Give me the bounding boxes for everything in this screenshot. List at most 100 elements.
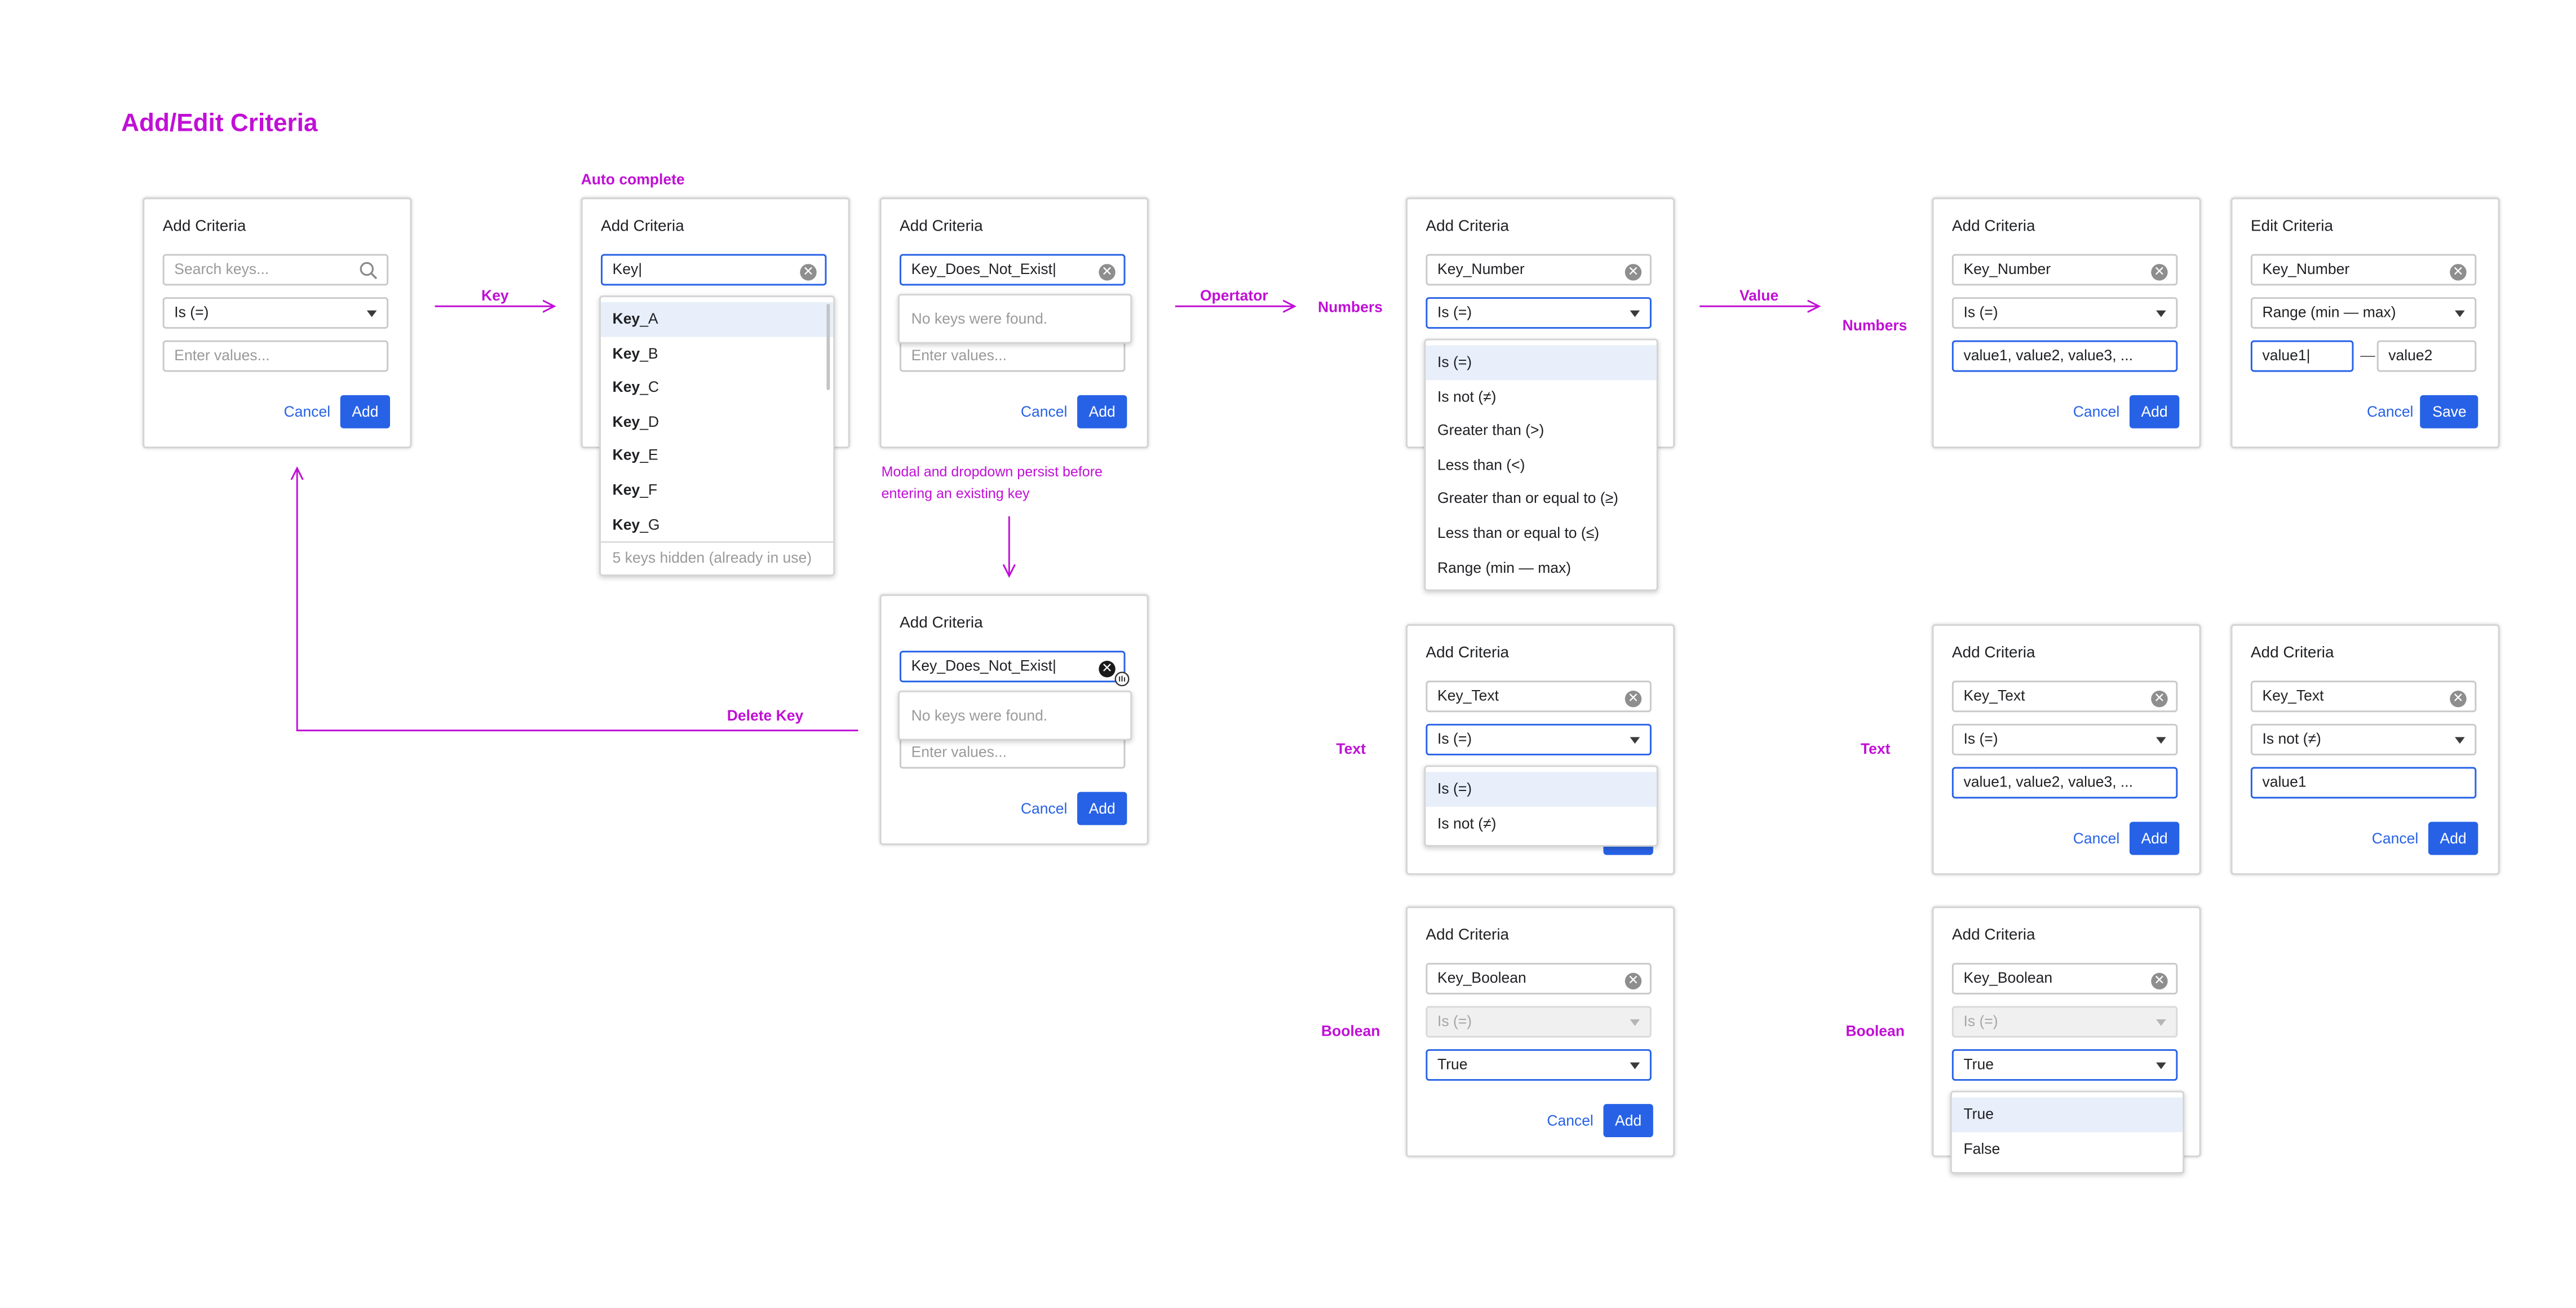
boolean-dropdown: True False xyxy=(1950,1090,2185,1174)
boolean-option[interactable]: False xyxy=(1963,1139,2000,1157)
clear-icon[interactable]: ✕ xyxy=(1099,263,1116,280)
values-input[interactable]: value1 xyxy=(2250,767,2477,799)
boolean-value-select[interactable]: True xyxy=(1426,1049,1652,1081)
operator-select[interactable]: Is not (≠) xyxy=(2250,723,2477,755)
no-keys-message: No keys were found. xyxy=(911,707,1048,724)
rest-text: _B xyxy=(640,344,658,361)
suggestion-item[interactable]: Key_C xyxy=(601,370,833,405)
operator-option[interactable]: Less than or equal to (≤) xyxy=(1437,524,1600,541)
clear-icon[interactable]: ✕ xyxy=(2450,263,2467,280)
clear-icon[interactable]: ✕ xyxy=(1625,263,1642,280)
card-title: Add Criteria xyxy=(1951,644,2035,662)
no-keys-dropdown: No keys were found. xyxy=(898,690,1132,741)
caret-down-icon xyxy=(1630,1019,1640,1026)
caret-down-icon xyxy=(2156,737,2166,744)
operator-option[interactable]: Greater than (>) xyxy=(1437,422,1544,439)
clear-icon[interactable]: ✕ xyxy=(1625,690,1642,706)
key-input-value: Key_Text xyxy=(2262,687,2324,704)
suggestion-item[interactable]: Key_D xyxy=(601,405,833,439)
operator-select-disabled: Is (=) xyxy=(1426,1006,1652,1038)
card-number-edit-range: Edit Criteria Key_Number ✕ Range (min — … xyxy=(2230,197,2500,449)
clear-icon[interactable]: ✕ xyxy=(800,263,817,280)
cancel-button[interactable]: Cancel xyxy=(1547,1112,1594,1129)
key-input[interactable]: Key_Number ✕ xyxy=(1426,254,1652,286)
operator-select[interactable]: Range (min — max) xyxy=(2250,297,2477,329)
key-input[interactable]: Key_Text ✕ xyxy=(2250,680,2477,713)
operator-option[interactable]: Is not (≠) xyxy=(1437,387,1497,405)
clear-icon[interactable]: ✕ xyxy=(2450,690,2467,706)
operator-select[interactable]: Is (=) xyxy=(1426,297,1652,329)
boolean-option[interactable]: True xyxy=(1951,1097,2183,1132)
clear-icon[interactable]: ✕ xyxy=(2151,263,2168,280)
operator-option[interactable]: Greater than or equal to (≥) xyxy=(1437,490,1618,507)
range-max-input[interactable]: value2 xyxy=(2376,340,2477,372)
operator-select[interactable]: Is (=) xyxy=(1426,723,1652,755)
rest-text: _C xyxy=(640,378,660,396)
operator-value: Range (min — max) xyxy=(2262,303,2396,321)
key-input[interactable]: Key_Text ✕ xyxy=(1951,680,2178,713)
range-min-input[interactable]: value1| xyxy=(2250,340,2354,372)
dropdown-scrollbar[interactable] xyxy=(825,303,830,390)
add-button[interactable]: Add xyxy=(2428,821,2478,855)
operator-select[interactable]: Is (=) xyxy=(1951,723,2178,755)
label-boolean: Boolean xyxy=(1321,1022,1380,1040)
add-button[interactable]: Add xyxy=(340,395,390,428)
operator-option[interactable]: Is not (≠) xyxy=(1437,814,1497,832)
suggestion-item[interactable]: Key_F xyxy=(601,473,833,507)
operator-option[interactable]: Is (=) xyxy=(1426,345,1657,380)
card-title: Add Criteria xyxy=(1426,644,1510,662)
suggestion-item[interactable]: Key_B xyxy=(601,337,833,371)
add-button[interactable]: Add xyxy=(1603,1104,1653,1138)
values-input[interactable]: Enter values... xyxy=(162,340,389,372)
key-input[interactable]: Key_Does_Not_Exist| ✕ xyxy=(899,254,1126,286)
label-text-2: Text xyxy=(1860,740,1891,757)
key-input[interactable]: Key_Number ✕ xyxy=(2250,254,2477,286)
key-input-value: Key_Boolean xyxy=(1963,969,2053,987)
values-input[interactable]: value1, value2, value3, ... xyxy=(1951,767,2178,799)
label-operator: Opertator xyxy=(1200,287,1268,304)
cancel-button[interactable]: Cancel xyxy=(2073,830,2120,847)
cancel-button[interactable]: Cancel xyxy=(1020,800,1068,817)
operator-select[interactable]: Is (=) xyxy=(1951,297,2178,329)
save-button[interactable]: Save xyxy=(2420,395,2478,428)
suggestion-item[interactable]: Key_G xyxy=(601,507,833,542)
suggestion-item[interactable]: Key_E xyxy=(601,439,833,474)
cancel-button[interactable]: Cancel xyxy=(1020,403,1068,420)
add-button[interactable]: Add xyxy=(2129,395,2180,428)
add-button[interactable]: Add xyxy=(2129,821,2180,855)
clear-icon[interactable]: ✕ xyxy=(2151,972,2168,989)
operator-select[interactable]: Is (=) xyxy=(162,297,389,329)
boolean-value-select[interactable]: True xyxy=(1951,1049,2178,1081)
label-numbers-2: Numbers xyxy=(1842,317,1907,334)
operator-value: Is (=) xyxy=(1963,303,1998,321)
label-boolean-2: Boolean xyxy=(1845,1022,1905,1040)
add-button[interactable]: Add xyxy=(1077,792,1127,825)
key-input[interactable]: Key_Does_Not_Exist| ✕ xyxy=(899,651,1126,683)
cancel-button[interactable]: Cancel xyxy=(2366,403,2414,420)
clear-icon-hover[interactable]: ✕ xyxy=(1099,660,1116,677)
key-input[interactable]: Key| ✕ xyxy=(600,254,827,286)
clear-icon[interactable]: ✕ xyxy=(1625,972,1642,989)
key-input[interactable]: Key_Boolean ✕ xyxy=(1426,962,1652,995)
key-input-value: Key_Number xyxy=(2262,260,2350,277)
cancel-button[interactable]: Cancel xyxy=(284,403,330,420)
cancel-button[interactable]: Cancel xyxy=(2073,403,2120,420)
pointer-hand-icon xyxy=(1114,671,1130,687)
cancel-button[interactable]: Cancel xyxy=(2371,830,2419,847)
suggestion-item[interactable]: Key_A xyxy=(600,302,834,337)
operator-option[interactable]: Is (=) xyxy=(1426,772,1657,806)
search-keys-input[interactable]: Search keys... xyxy=(162,254,389,286)
values-input[interactable]: value1, value2, value3, ... xyxy=(1951,340,2178,372)
key-input[interactable]: Key_Text ✕ xyxy=(1426,680,1652,713)
clear-icon[interactable]: ✕ xyxy=(2151,690,2168,706)
operator-option[interactable]: Less than (<) xyxy=(1437,456,1525,473)
add-button[interactable]: Add xyxy=(1077,395,1127,428)
values-input[interactable]: Enter values... xyxy=(899,340,1126,372)
hidden-keys-note: 5 keys hidden (already in use) xyxy=(600,541,834,575)
key-input[interactable]: Key_Boolean ✕ xyxy=(1951,962,2178,995)
operator-value: Is (=) xyxy=(1963,1013,1998,1029)
page-title: Add/Edit Criteria xyxy=(121,109,318,138)
key-input[interactable]: Key_Number ✕ xyxy=(1951,254,2178,286)
values-input[interactable]: Enter values... xyxy=(899,737,1126,769)
operator-option[interactable]: Range (min — max) xyxy=(1437,559,1572,576)
